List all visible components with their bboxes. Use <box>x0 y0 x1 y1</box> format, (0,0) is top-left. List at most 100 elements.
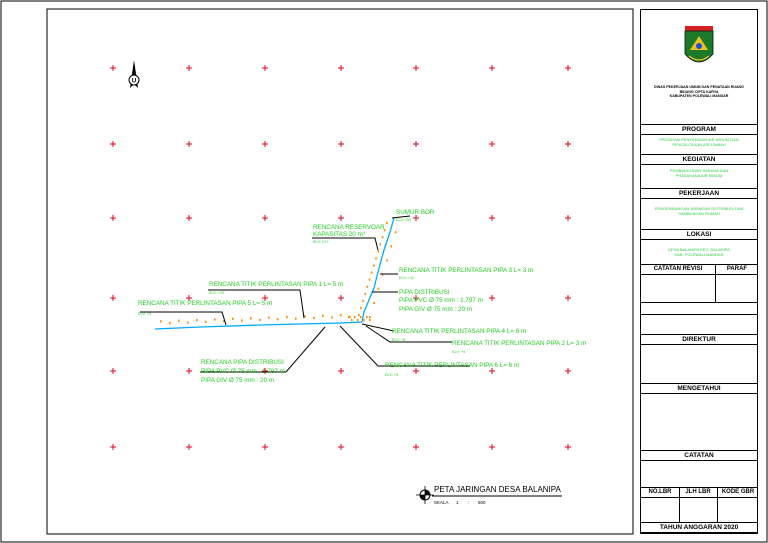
house-marker <box>390 245 393 248</box>
house-marker <box>379 243 382 246</box>
house-marker <box>277 318 279 321</box>
house-marker <box>351 319 353 322</box>
label-tp6: RENCANA TITIK PERLINTASAN PIPA 6 L= 6 m <box>385 362 519 369</box>
program-text-1: PROGRAM PENYEDIAAN AIR MINUM DAN <box>659 137 739 142</box>
house-marker <box>304 315 306 318</box>
label-reservoir-1: RENCANA RESERVOAR <box>313 224 385 231</box>
office-line-1: DINAS PEKERJAAN UMUM DAN PENATAAN RUANG <box>654 85 744 89</box>
house-marker <box>250 317 252 320</box>
revisi-header-line <box>641 274 757 275</box>
sheet-info-divider-2 <box>717 487 718 522</box>
label-tp4-elv: ELV: +5 <box>392 338 405 342</box>
house-marker <box>348 316 350 319</box>
house-marker <box>340 314 342 317</box>
north-arrow-icon: U <box>128 60 140 88</box>
house-marker <box>357 319 359 322</box>
mengetahui-header: MENGETAHUI <box>641 383 757 394</box>
scale-a: 1 <box>456 500 459 505</box>
label-tp5: RENCANA TITIK PERLINTASAN PIPA 5 L= 5 m <box>138 300 272 307</box>
label-dist-2: PIPA PVC Ø 75 mm : 1.797 m <box>399 297 483 304</box>
label-sumur-elv: ELV: 151 <box>396 218 411 222</box>
house-marker <box>369 319 371 322</box>
house-marker <box>349 315 351 318</box>
house-marker <box>370 271 373 274</box>
scale-label: SKALA <box>434 500 449 505</box>
house-marker <box>363 319 365 322</box>
house-marker <box>214 318 216 321</box>
main-distribution-pipe <box>154 321 363 330</box>
lokasi-header: LOKASI <box>641 229 757 240</box>
lokasi-text-1: DESA BALANIPA KEC. BALANIPA <box>668 247 730 252</box>
house-marker <box>223 320 225 323</box>
house-marker <box>268 316 270 319</box>
pekerjaan-header: PEKERJAAN <box>641 188 757 199</box>
house-marker <box>196 319 198 322</box>
label-tp4: RENCANA TITIK PERLINTASAN PIPA 4 L= 6 m <box>392 328 526 335</box>
house-marker <box>178 319 180 322</box>
house-marker <box>187 321 189 324</box>
pipe-network <box>154 217 395 330</box>
office-name: DINAS PEKERJAAN UMUM DAN PENATAAN RUANG … <box>641 85 757 99</box>
house-marker <box>368 278 371 281</box>
house-marker <box>394 231 397 234</box>
house-marker <box>295 317 297 320</box>
pekerjaan-text-2: SAMBUNGAN RUMAH <box>678 211 720 216</box>
revisi-header: CATATAN REVISI <box>653 266 703 272</box>
house-marker <box>377 287 380 290</box>
house-marker <box>381 273 384 276</box>
label-tp3: RENCANA TITIK PERLINTASAN PIPA 3 L= 3 m <box>399 267 533 274</box>
house-marker <box>386 259 388 262</box>
program-header: PROGRAM <box>641 124 757 135</box>
house-marker <box>358 314 360 317</box>
label-tp1-elv: ELV: +10 <box>209 291 224 295</box>
regency-emblem-icon <box>684 26 714 63</box>
house-marker <box>331 316 333 319</box>
map-title-block: PETA JARINGAN DESA BALANIPA SKALA 1 : 50… <box>416 485 562 505</box>
drawing-frame <box>46 8 634 535</box>
office-line-3: KABUPATEN POLEWALI MANDAR <box>669 94 729 98</box>
pekerjaan-text-1: PENGEMBANGAN JARINGAN DISTRIBUSI DAN <box>654 206 744 211</box>
house-marker <box>373 301 375 304</box>
sheet-info-header-line <box>641 497 757 498</box>
scale-sep: : <box>468 500 469 505</box>
house-marker <box>381 236 384 239</box>
program-text-2: PENGELOLAAN AIR LIMBAH <box>672 142 726 147</box>
house-marker <box>232 317 234 320</box>
kodegbr-header: KODE GBR <box>721 489 755 495</box>
label-dist-1: PIPA DISTRIBUSI <box>399 289 450 296</box>
office-line-2: BIDANG CIPTA KARYA <box>679 89 719 94</box>
tahun-header: TAHUN ANGGARAN 2020 <box>641 522 757 533</box>
revisi-divider <box>715 264 716 302</box>
blank-row-line <box>641 314 757 315</box>
house-connections <box>160 222 397 325</box>
house-marker <box>360 316 362 319</box>
house-marker <box>205 320 207 323</box>
house-marker <box>386 222 388 225</box>
house-marker <box>383 229 386 232</box>
house-marker <box>373 264 375 267</box>
revisi-top-line <box>641 264 757 265</box>
label-tp2: RENCANA TITIK PERLINTASAN PIPA 2 L= 3 m <box>452 340 586 347</box>
house-marker <box>322 314 324 317</box>
catatan-header: CATATAN <box>641 450 757 461</box>
house-marker <box>313 316 315 320</box>
label-tp5-elv: ELV: +4 <box>138 312 151 316</box>
paraf-header: PARAF <box>726 266 748 272</box>
house-marker <box>366 316 368 319</box>
sheet-info-top-line <box>641 487 757 488</box>
leader-lines <box>140 215 470 373</box>
label-tp2-elv: ELV: +5 <box>452 350 465 354</box>
sheet-info-divider-1 <box>679 487 680 522</box>
label-tp3-elv: ELV: +11 <box>399 276 414 280</box>
label-reservoir-2: KAPASITAS 20 m³ <box>313 231 365 238</box>
label-reservoir-elv: ELV: V17 <box>313 240 329 244</box>
label-tp6-elv: ELV: +5 <box>385 373 398 377</box>
house-marker <box>354 316 356 319</box>
transmission-pipe <box>361 217 395 323</box>
map-title: PETA JARINGAN DESA BALANIPA <box>434 485 562 494</box>
house-marker <box>362 299 364 302</box>
revisi-bottom-line <box>641 302 757 303</box>
kegiatan-text-2: PRASARANA AIR MINUM <box>675 173 723 178</box>
scale-b: 500 <box>478 500 486 505</box>
